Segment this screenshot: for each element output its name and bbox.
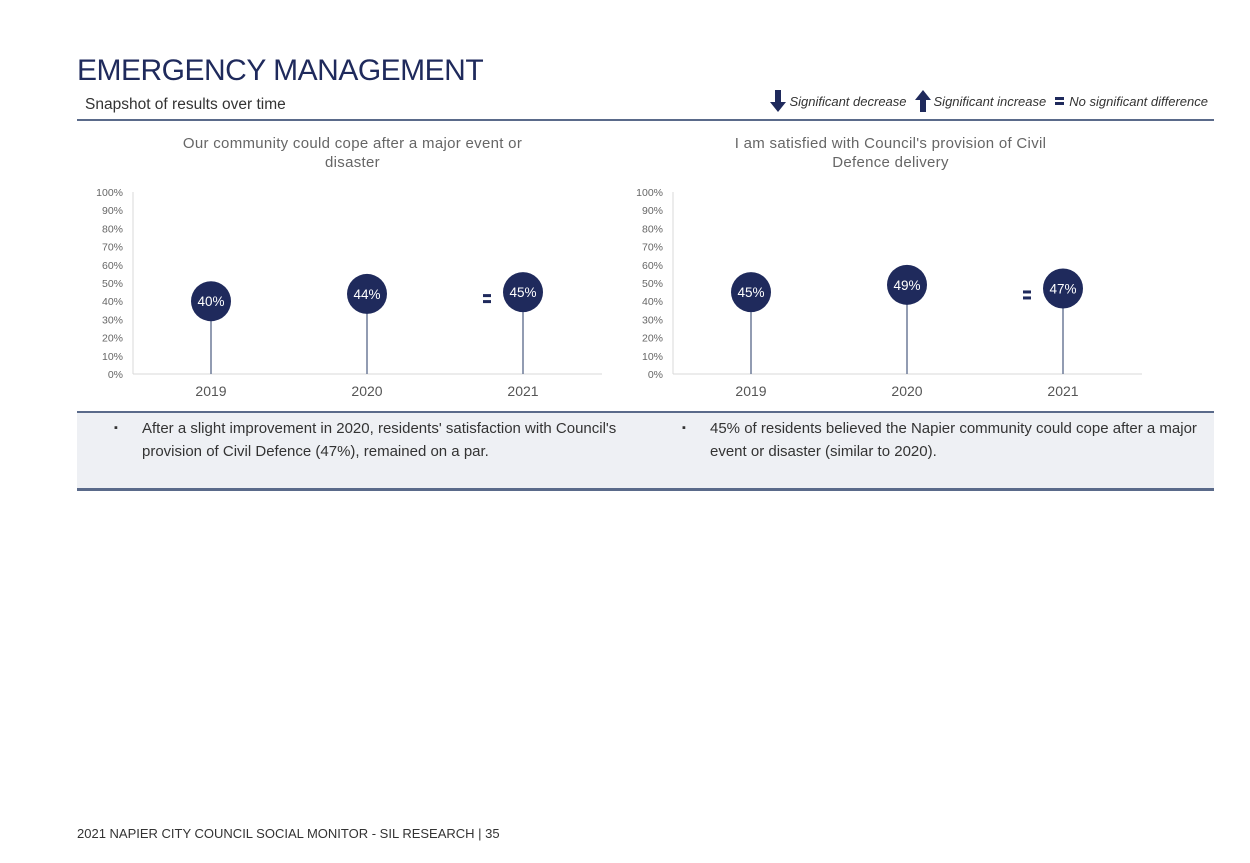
- right-chart-data-label: 49%: [893, 278, 920, 293]
- chart-title-left-line-1: Our community could cope after a major e…: [182, 135, 523, 152]
- right-chart-equals-icon: [1023, 290, 1031, 300]
- left-chart-y-tick-label: 70%: [102, 242, 123, 254]
- right-chart-y-tick-label: 30%: [642, 314, 663, 326]
- right-chart-x-tick-label: 2021: [1047, 383, 1078, 399]
- legend-increase-label: Significant increase: [933, 93, 1047, 109]
- bullet-left: ▪: [114, 422, 118, 434]
- arrow-up-icon: [914, 90, 931, 112]
- equals-icon: [1055, 97, 1065, 105]
- left-chart-x-tick-label: 2021: [507, 383, 538, 399]
- right-chart-y-tick-label: 60%: [642, 260, 663, 272]
- left-chart-equals-icon: [483, 294, 491, 304]
- left-chart-y-tick-label: 20%: [102, 333, 123, 345]
- right-chart-data-point: [1043, 268, 1083, 309]
- summary-left: ▪ After a slight improvement in 2020, re…: [114, 417, 642, 463]
- right-chart-data-label: 47%: [1049, 281, 1076, 296]
- right-chart-y-tick-label: 100%: [636, 187, 663, 199]
- summary-bottom-rule: [77, 488, 1214, 491]
- summary-right-text: 45% of residents believed the Napier com…: [710, 420, 1197, 460]
- left-chart-x-tick-label: 2019: [195, 383, 226, 399]
- right-chart-y-tick-label: 10%: [642, 351, 663, 363]
- right-chart-x-tick-label: 2019: [735, 383, 766, 399]
- left-chart-y-tick-label: 10%: [102, 351, 123, 363]
- right-chart-y-tick-label: 80%: [642, 223, 663, 235]
- left-chart-y-tick-label: 50%: [102, 278, 123, 290]
- legend-decrease: Significant decrease: [770, 90, 907, 112]
- significance-legend: Significant decrease Significant increas…: [762, 90, 1208, 112]
- header-rule: [77, 119, 1214, 121]
- legend-no-difference: No significant difference: [1054, 94, 1208, 109]
- right-chart-y-tick-label: 20%: [642, 333, 663, 345]
- right-chart-data-point: [731, 272, 771, 313]
- right-chart-y-tick-label: 50%: [642, 278, 663, 290]
- right-chart-y-tick-label: 0%: [648, 369, 663, 381]
- left-chart-data-label: 44%: [353, 287, 380, 302]
- page-footer: 2021 NAPIER CITY COUNCIL SOCIAL MONITOR …: [77, 826, 500, 841]
- left-chart-data-point: [347, 273, 387, 314]
- left-chart-data-point: [191, 281, 231, 322]
- right-chart-y-tick-label: 90%: [642, 205, 663, 217]
- left-chart-data-label: 45%: [509, 285, 536, 300]
- left-chart-y-tick-label: 90%: [102, 205, 123, 217]
- left-chart-y-tick-label: 60%: [102, 260, 123, 272]
- chart-title-left-line-2: disaster: [325, 154, 380, 171]
- right-chart-y-tick-label: 40%: [642, 296, 663, 308]
- left-chart-y-tick-label: 40%: [102, 296, 123, 308]
- right-chart-data-point: [887, 264, 927, 305]
- left-chart-data-point: [503, 272, 543, 313]
- right-chart-data-label: 45%: [737, 285, 764, 300]
- page-title: EMERGENCY MANAGEMENT: [77, 54, 484, 87]
- chart-title-right-line-1: I am satisfied with Council's provision …: [734, 135, 1047, 152]
- summary-box: ▪ After a slight improvement in 2020, re…: [77, 413, 1214, 489]
- summary-right: ▪ 45% of residents believed the Napier c…: [682, 417, 1200, 463]
- arrow-down-icon: [770, 90, 787, 112]
- left-chart-y-tick-label: 0%: [108, 369, 123, 381]
- left-chart-y-tick-label: 80%: [102, 223, 123, 235]
- left-chart-y-tick-label: 100%: [96, 187, 123, 199]
- legend-increase: Significant increase: [914, 90, 1047, 112]
- chart-right: 0% 10% 20% 30% 40% 50% 60% 70% 80% 90% 100% 45% 2019…: [636, 187, 1142, 399]
- chart-title-left: Our community could cope after a major e…: [130, 134, 575, 172]
- left-chart-y-tick-label: 30%: [102, 314, 123, 326]
- summary-top-rule: [77, 411, 1214, 413]
- left-chart-x-tick-label: 2020: [351, 383, 382, 399]
- chart-left: 0% 10% 20% 30% 40% 50% 60% 70% 80% 90% 100% 40% 2019…: [96, 187, 602, 399]
- chart-title-right: I am satisfied with Council's provision …: [668, 134, 1113, 172]
- chart-title-right-line-2: Defence delivery: [832, 154, 949, 171]
- summary-left-text: After a slight improvement in 2020, resi…: [142, 420, 617, 460]
- page-subtitle: Snapshot of results over time: [85, 96, 286, 113]
- legend-decrease-label: Significant decrease: [789, 93, 907, 109]
- legend-no-difference-label: No significant difference: [1069, 93, 1208, 109]
- bullet-right: ▪: [682, 422, 686, 434]
- left-chart-data-label: 40%: [197, 294, 224, 309]
- right-chart-y-tick-label: 70%: [642, 242, 663, 254]
- right-chart-x-tick-label: 2020: [891, 383, 922, 399]
